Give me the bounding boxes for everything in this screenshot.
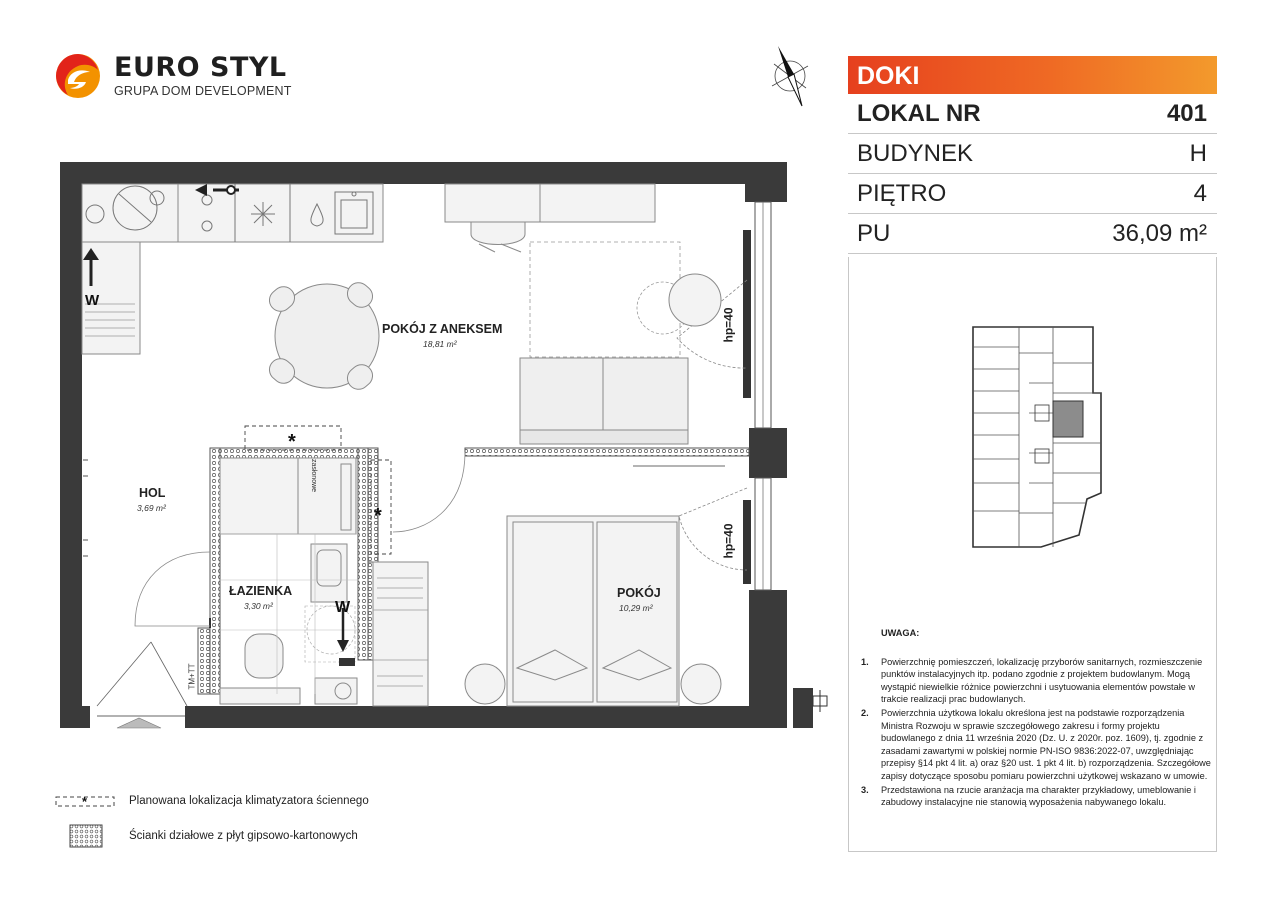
room-name-bedroom: POKÓJ [617, 586, 661, 600]
water-mark-label: W [85, 292, 100, 309]
bathroom-fixtures [219, 457, 358, 705]
info-value: 36,09 m² [1112, 219, 1207, 247]
notes: UWAGA: 1. Powierzchnię pomieszczeń, loka… [861, 627, 1211, 810]
ac-legend-symbol: * [82, 794, 88, 808]
ac-mark: * [288, 431, 296, 453]
svg-text:*: * [374, 505, 382, 527]
svg-text:W: W [335, 599, 351, 616]
floor-plan: W [55, 160, 845, 740]
legend-text: Planowana lokalizacja klimatyzatora ście… [129, 795, 369, 807]
legend-text: Ścianki działowe z płyt gipsowo-kartonow… [129, 830, 358, 842]
apartment-info-table: DOKI LOKAL NR 401 BUDYNEK H PIĘTRO 4 PU … [848, 56, 1217, 254]
note-text: Powierzchnię pomieszczeń, lokalizację pr… [881, 656, 1203, 705]
info-value: 4 [1193, 179, 1207, 207]
info-label: PIĘTRO [857, 179, 947, 207]
info-label: PU [857, 219, 891, 247]
info-row-area: PU 36,09 m² [848, 214, 1217, 254]
info-label: LOKAL NR [857, 99, 981, 127]
building-key-plan-icon [972, 326, 1102, 548]
note-number: 1. [861, 656, 869, 667]
logo-mark-icon [56, 54, 100, 98]
info-value: 401 [1166, 99, 1207, 127]
legend-drywall: Ścianki działowe z płyt gipsowo-kartonow… [55, 824, 455, 848]
curtain-label: zasłonowe [310, 458, 318, 493]
room-area-bedroom: 10,29 m² [619, 603, 653, 613]
note-item: 3. Przedstawiona na rzucie aranżacja ma … [861, 784, 1211, 809]
window-sill-height-1: hp=40 [721, 307, 736, 343]
room-area-living: 18,81 m² [423, 339, 457, 349]
note-number: 2. [861, 707, 869, 718]
logo-subtitle: GRUPA DOM DEVELOPMENT [114, 84, 292, 98]
company-logo: EURO STYL GRUPA DOM DEVELOPMENT [54, 50, 291, 102]
ac-legend-icon: * [55, 794, 115, 808]
drywall-legend-icon [69, 824, 103, 848]
room-name-living: POKÓJ Z ANEKSEM [382, 322, 503, 336]
note-text: Powierzchnia użytkowa lokalu określona j… [881, 707, 1211, 781]
compass-icon [771, 46, 809, 107]
investment-name: DOKI [848, 56, 1217, 94]
logo-name: EURO STYL [114, 52, 287, 83]
tm-label: TM+TT [187, 663, 197, 690]
room-area-bathroom: 3,30 m² [244, 601, 273, 611]
info-label: BUDYNEK [857, 139, 974, 167]
info-row-unit-number: LOKAL NR 401 [848, 94, 1217, 134]
room-name-bathroom: ŁAZIENKA [229, 584, 293, 598]
note-item: 1. Powierzchnię pomieszczeń, lokalizację… [861, 656, 1211, 706]
window-sill-height-2: hp=40 [721, 523, 736, 559]
notes-title: UWAGA: [881, 628, 920, 638]
floor-plan-drawing: W [60, 162, 828, 729]
windows [676, 201, 772, 591]
notes-panel: UWAGA: 1. Powierzchnię pomieszczeń, loka… [848, 257, 1217, 852]
note-item: 2. Powierzchnia użytkowa lokalu określon… [861, 707, 1211, 783]
outer-walls [60, 162, 813, 728]
beds [464, 515, 722, 707]
note-number: 3. [861, 784, 869, 795]
info-value: H [1189, 139, 1207, 167]
room-area-hall: 3,69 m² [137, 503, 166, 513]
dining-table [268, 282, 380, 390]
info-row-floor: PIĘTRO 4 [848, 174, 1217, 214]
info-row-building: BUDYNEK H [848, 134, 1217, 174]
room-name-hall: HOL [139, 486, 166, 500]
note-text: Przedstawiona na rzucie aranżacja ma cha… [881, 784, 1196, 808]
legend-ac: * Planowana lokalizacja klimatyzatora śc… [55, 794, 455, 814]
kitchen-counter [81, 183, 384, 243]
